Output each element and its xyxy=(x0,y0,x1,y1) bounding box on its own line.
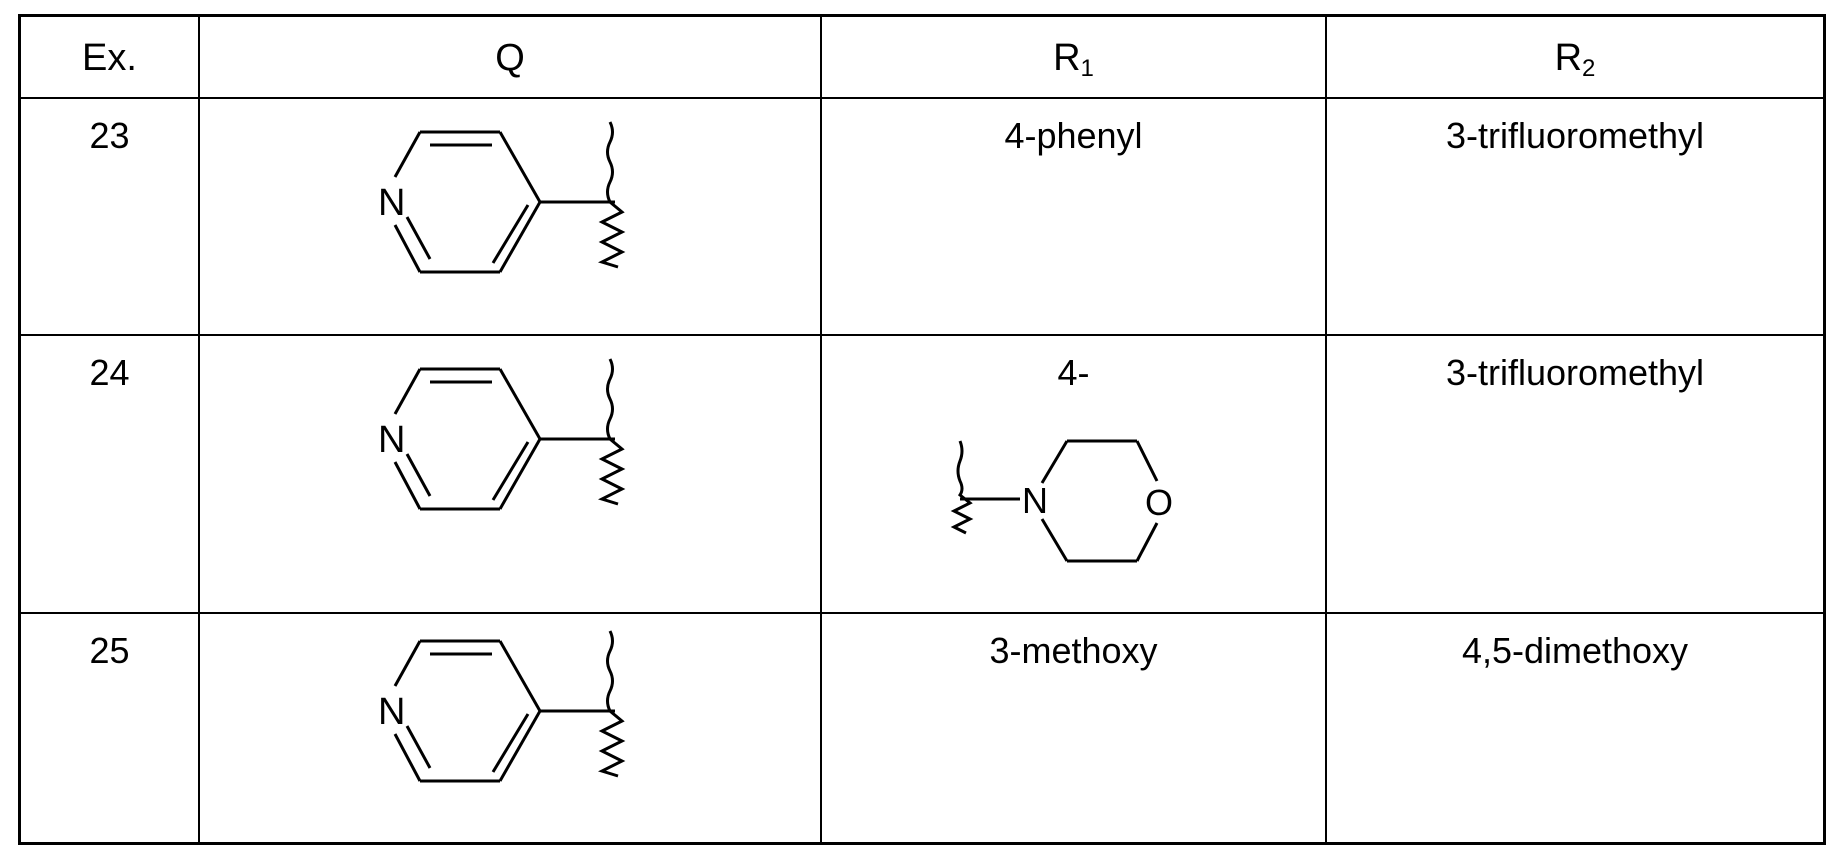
pyridine-structure-icon: N xyxy=(360,354,660,554)
cell-r1: 4-phenyl xyxy=(822,99,1327,334)
cell-r2: 3-trifluoromethyl xyxy=(1327,99,1823,334)
header-r1-label: R xyxy=(1053,37,1081,79)
r1-value: 3-methoxy xyxy=(989,630,1158,671)
header-r2-label: R xyxy=(1554,37,1583,79)
header-ex-label: Ex. xyxy=(82,37,137,79)
r2-value: 3-trifluoromethyl xyxy=(1445,115,1705,156)
cell-q: N xyxy=(200,99,822,334)
cell-r2: 3-trifluoromethyl xyxy=(1327,336,1823,612)
morpholine-structure-icon: N O xyxy=(942,431,1222,591)
svg-text:N: N xyxy=(1022,480,1048,521)
cell-q: N xyxy=(200,336,822,612)
r1-value: 4- xyxy=(1057,352,1090,393)
example-number: 24 xyxy=(89,352,130,393)
cell-ex: 24 xyxy=(21,336,200,612)
compound-table: Ex. Q R1 R2 23 xyxy=(18,14,1826,845)
table-header-row: Ex. Q R1 R2 xyxy=(21,17,1823,99)
header-r1: R1 xyxy=(822,17,1327,97)
cell-q: N xyxy=(200,614,822,842)
pyridine-structure-icon: N xyxy=(360,117,660,317)
header-q: Q xyxy=(200,17,822,97)
pyridine-structure-icon: N xyxy=(360,626,660,826)
cell-r2: 4,5-dimethoxy xyxy=(1327,614,1823,842)
r2-value: 3-trifluoromethyl xyxy=(1445,352,1705,393)
svg-text:O: O xyxy=(1145,482,1173,523)
header-ex: Ex. xyxy=(21,17,200,97)
svg-text:N: N xyxy=(378,419,405,461)
table-row: 23 N xyxy=(21,99,1823,336)
example-number: 23 xyxy=(89,115,130,156)
header-r1-subscript: 1 xyxy=(1080,55,1094,82)
cell-r1: 3-methoxy xyxy=(822,614,1327,842)
cell-r1: 4- N O xyxy=(822,336,1327,612)
table-row: 25 N xyxy=(21,614,1823,842)
cell-ex: 25 xyxy=(21,614,200,842)
svg-text:N: N xyxy=(378,182,405,224)
r2-value: 4,5-dimethoxy xyxy=(1461,630,1689,671)
header-r2-subscript: 2 xyxy=(1582,55,1596,82)
header-r2: R2 xyxy=(1327,17,1823,97)
cell-ex: 23 xyxy=(21,99,200,334)
svg-text:N: N xyxy=(378,691,405,733)
example-number: 25 xyxy=(89,630,130,671)
table-row: 24 N xyxy=(21,336,1823,614)
r1-value: 4-phenyl xyxy=(1004,115,1143,156)
header-q-label: Q xyxy=(495,37,525,79)
